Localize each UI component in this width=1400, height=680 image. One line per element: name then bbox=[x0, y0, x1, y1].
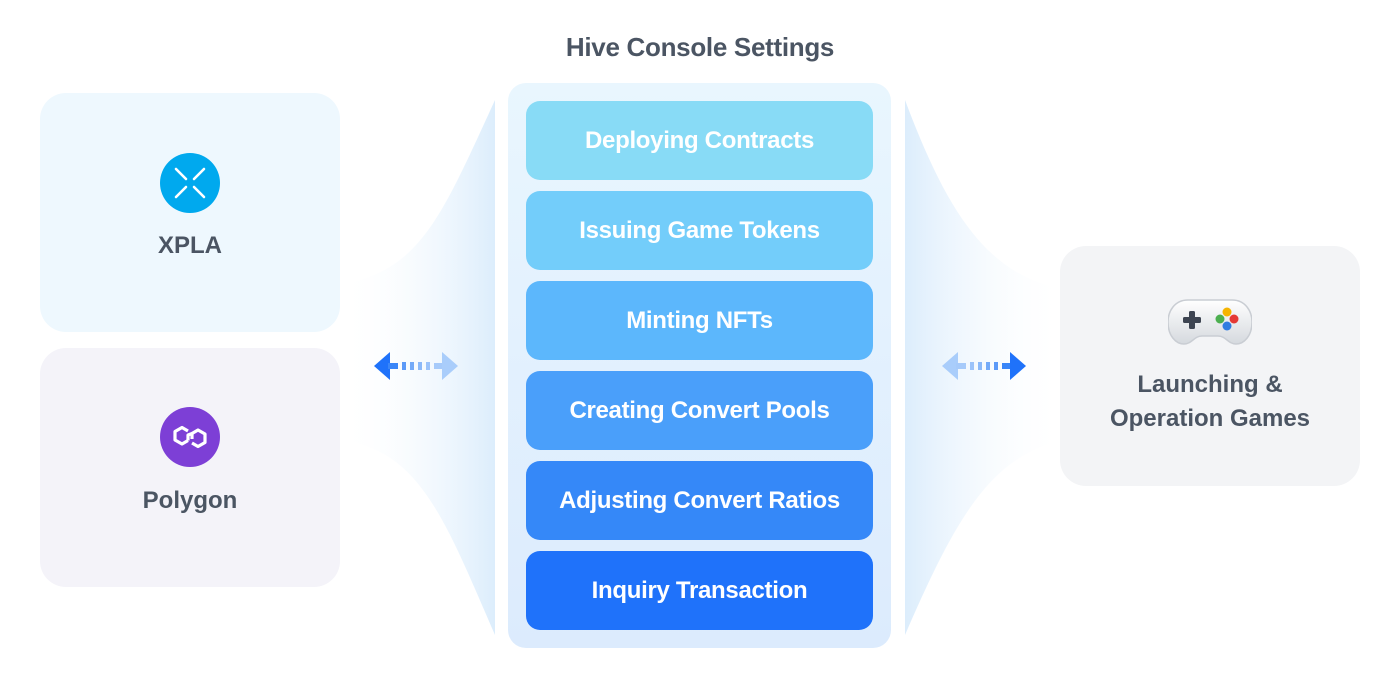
xpla-card: XPLA bbox=[40, 93, 340, 332]
step-deploying-contracts: Deploying Contracts bbox=[526, 101, 873, 180]
step-inquiry-transaction: Inquiry Transaction bbox=[526, 551, 873, 630]
polygon-card: Polygon bbox=[40, 348, 340, 587]
game-label-line1: Launching & bbox=[1137, 371, 1283, 398]
launching-games-label: Launching & Operation Games bbox=[1060, 368, 1360, 436]
page-title: Hive Console Settings bbox=[565, 32, 835, 62]
left-glow-shape bbox=[340, 100, 495, 635]
step-label: Adjusting Convert Ratios bbox=[559, 486, 840, 514]
launching-games-card: Launching & Operation Games bbox=[1060, 246, 1360, 486]
step-label: Creating Convert Pools bbox=[569, 396, 830, 424]
step-label: Minting NFTs bbox=[626, 306, 773, 334]
xpla-label: XPLA bbox=[157, 232, 222, 259]
xpla-logo-icon bbox=[160, 153, 220, 213]
polygon-logo-icon bbox=[160, 407, 220, 467]
bidirectional-arrow-icon bbox=[374, 352, 458, 380]
step-label: Inquiry Transaction bbox=[591, 576, 808, 604]
bidirectional-arrow-icon bbox=[942, 352, 1026, 380]
console-settings-panel: Deploying Contracts Issuing Game Tokens … bbox=[508, 83, 891, 648]
step-issuing-game-tokens: Issuing Game Tokens bbox=[526, 191, 873, 270]
step-label: Deploying Contracts bbox=[585, 126, 814, 154]
step-adjusting-convert-ratios: Adjusting Convert Ratios bbox=[526, 461, 873, 540]
gamepad-icon bbox=[1168, 299, 1252, 345]
game-label-line2: Operation Games bbox=[1109, 405, 1311, 432]
right-glow-shape bbox=[905, 100, 1065, 635]
polygon-label: Polygon bbox=[142, 487, 238, 514]
step-label: Issuing Game Tokens bbox=[579, 216, 820, 244]
step-minting-nfts: Minting NFTs bbox=[526, 281, 873, 360]
step-creating-convert-pools: Creating Convert Pools bbox=[526, 371, 873, 450]
